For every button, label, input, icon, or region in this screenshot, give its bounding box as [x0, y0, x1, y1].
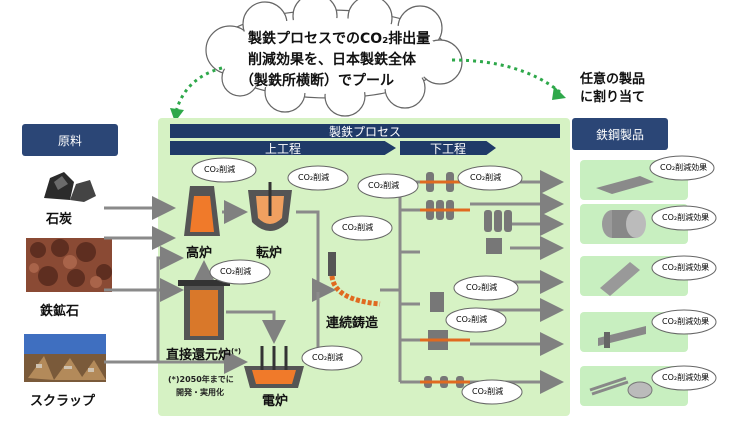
electric-furnace-icon: [244, 346, 304, 388]
scrap-image: [24, 334, 106, 382]
blast-furnace-label: 高炉: [186, 246, 213, 261]
co2-label-blast-furnace: CO₂削減: [204, 165, 236, 174]
co2-label-casting: CO₂削減: [342, 223, 374, 232]
continuous-caster-icon: [328, 252, 381, 307]
co2-label-downstream-2: CO₂削減: [470, 173, 502, 182]
allocation-note-line-2: に割り当て: [580, 90, 646, 105]
converter-label: 転炉: [256, 246, 283, 261]
product-effect-coil: CO₂削減効果: [662, 213, 710, 222]
product-effect-section: CO₂削減効果: [662, 317, 710, 326]
product-effect-plate: CO₂削減効果: [660, 163, 708, 172]
co2-label-downstream-5: CO₂削減: [472, 387, 504, 396]
co2-label-converter: CO₂削減: [298, 173, 330, 182]
upstream-header: 上工程: [170, 141, 396, 155]
footnote-line-1: (*)2050年までに: [168, 375, 234, 384]
cloud-line-2: 削減効果を、日本製鉄全体: [248, 52, 416, 68]
electric-furnace-label: 電炉: [262, 394, 289, 409]
wire-icon: [589, 376, 653, 399]
converter-icon: [248, 182, 292, 231]
co2-label-direct-reduction: CO₂削減: [220, 267, 252, 276]
cloud-line-1: 製鉄プロセスでのCO₂排出量: [248, 31, 431, 47]
continuous-casting-label: 連続鋳造: [326, 316, 379, 331]
direct-reduction-mark: (*): [231, 347, 242, 356]
direct-reduction-text: 直接還元炉: [166, 348, 232, 363]
co2-label-downstream-4: CO₂削減: [456, 315, 488, 324]
direct-reduction-icon: [178, 280, 230, 340]
raw-materials-header: 原料: [22, 124, 118, 156]
plate-icon: [596, 176, 654, 194]
iron-ore-image: [26, 238, 112, 292]
coal-label: 石炭: [46, 212, 73, 227]
product-effect-pipe: CO₂削減効果: [662, 263, 710, 272]
product-effect-wire: CO₂削減効果: [662, 373, 710, 382]
allocation-note-line-1: 任意の製品: [580, 72, 646, 87]
downstream-header: 下工程: [400, 141, 496, 155]
direct-reduction-label: 直接還元炉(*): [166, 344, 241, 363]
co2-label-downstream-3: CO₂削減: [466, 283, 498, 292]
blast-furnace-icon: [184, 186, 220, 236]
footnote-line-2: 開発・実用化: [176, 388, 224, 397]
scrap-label: スクラップ: [30, 394, 96, 409]
iron-ore-label: 鉄鉱石: [40, 304, 80, 319]
co2-label-electric-furnace: CO₂削減: [312, 353, 344, 362]
coal-image: [44, 172, 96, 202]
process-header: 製鉄プロセス: [170, 124, 560, 139]
co2-label-downstream-1: CO₂削減: [368, 181, 400, 190]
pipe-icon: [600, 262, 640, 296]
cloud-line-3: （製鉄所横断）でプール: [240, 73, 394, 89]
products-header: 鉄鋼製品: [572, 118, 668, 150]
